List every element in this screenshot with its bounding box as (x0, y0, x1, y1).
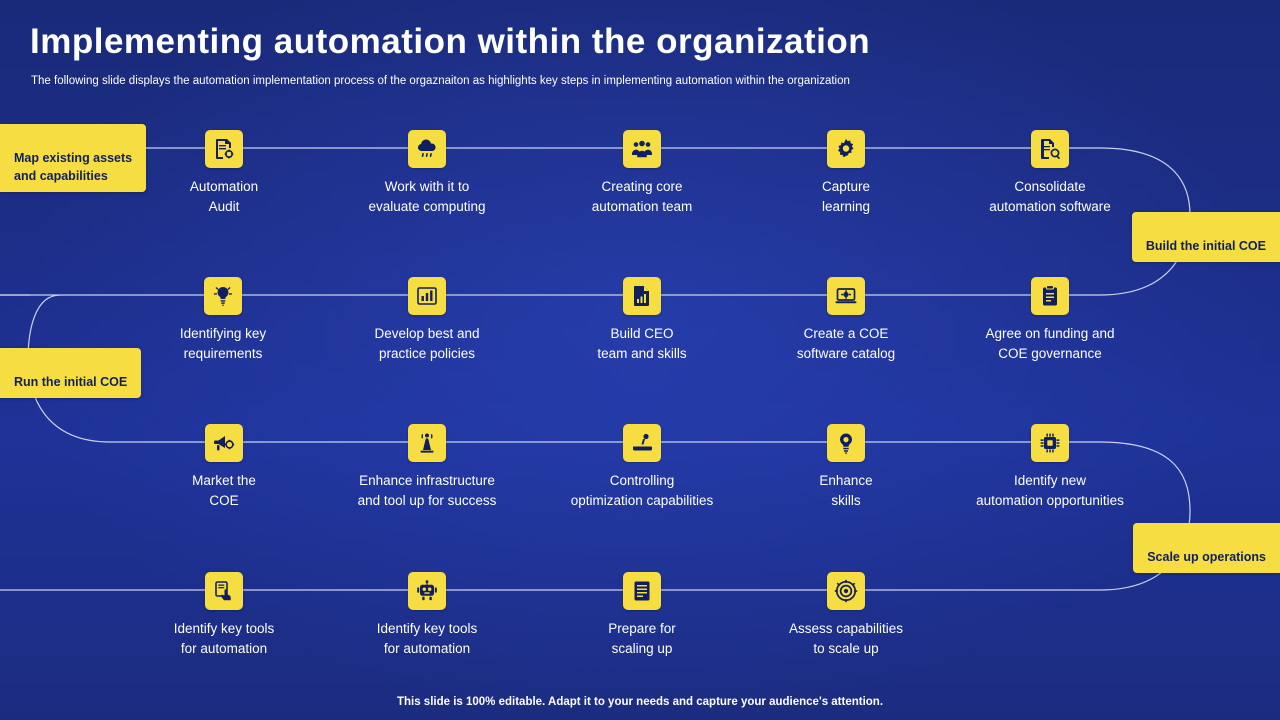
tag-label: Scale up operations (1147, 550, 1266, 565)
node-creating-core-automation-team[interactable]: Creating core automation team (542, 130, 742, 216)
team-group-icon (623, 130, 661, 168)
node-work-with-it-to-evaluate-computing[interactable]: Work with it to evaluate computing (327, 130, 527, 216)
node-label: Capture learning (821, 179, 871, 214)
node-label: Create a COE software catalog (796, 326, 896, 361)
node-controlling-optimization-capabilities[interactable]: Controlling optimization capabilities (542, 424, 742, 510)
node-label: Prepare for scaling up (608, 621, 676, 656)
node-identify-key-tools-for-automation-1[interactable]: Identify key tools for automation (124, 572, 324, 658)
bar-chart-icon (408, 277, 446, 315)
gear-settings-icon (827, 130, 865, 168)
tag-run-the-initial-coe[interactable]: Run the initial COE (0, 348, 142, 399)
node-label: Identify new automation opportunities (976, 473, 1124, 508)
tag-label: Map existing assets and capabilities (14, 151, 133, 184)
file-search-icon (1031, 130, 1069, 168)
node-assess-capabilities-to-scale-up[interactable]: Assess capabilities to scale up (746, 572, 946, 658)
node-label: Develop best and practice policies (374, 326, 480, 361)
slide-footer-note: This slide is 100% editable. Adapt it to… (396, 696, 884, 708)
node-capture-learning[interactable]: Capture learning (746, 130, 946, 216)
node-label: Build CEO team and skills (597, 326, 687, 361)
tag-label: Run the initial COE (14, 375, 128, 390)
megaphone-gear-icon (205, 424, 243, 462)
document-list-icon (623, 572, 661, 610)
lightbulb-idea-icon (204, 277, 242, 315)
node-identify-new-automation-opportunities[interactable]: Identify new automation opportunities (950, 424, 1150, 510)
node-label: Enhance infrastructure and tool up for s… (357, 473, 497, 508)
node-label: Automation Audit (189, 179, 259, 214)
node-develop-best-and-practice-policies[interactable]: Develop best and practice policies (327, 277, 527, 363)
node-label: Agree on funding and COE governance (985, 326, 1115, 361)
node-agree-on-funding-and-coe-governance[interactable]: Agree on funding and COE governance (950, 277, 1150, 363)
robot-icon (408, 572, 446, 610)
node-label: Market the COE (192, 473, 256, 508)
node-label: Identify key tools for automation (376, 621, 478, 656)
tag-map-existing-assets[interactable]: Map existing assets and capabilities (0, 124, 147, 193)
node-consolidate-automation-software[interactable]: Consolidate automation software (950, 130, 1150, 216)
node-label: Work with it to evaluate computing (368, 179, 486, 214)
node-enhance-infrastructure[interactable]: Enhance infrastructure and tool up for s… (327, 424, 527, 510)
laptop-gear-icon (827, 277, 865, 315)
page-subtitle: The following slide displays the automat… (31, 75, 850, 87)
clipboard-icon (1031, 277, 1069, 315)
node-automation-audit[interactable]: Automation Audit (124, 130, 324, 216)
node-market-the-coe[interactable]: Market the COE (124, 424, 324, 510)
tag-build-the-initial-coe[interactable]: Build the initial COE (1131, 212, 1280, 263)
cloud-rain-icon (408, 130, 446, 168)
tower-signal-icon (408, 424, 446, 462)
hand-tap-icon (205, 572, 243, 610)
document-gear-icon (205, 130, 243, 168)
node-create-a-coe-software-catalog[interactable]: Create a COE software catalog (746, 277, 946, 363)
node-label: Consolidate automation software (989, 179, 1111, 214)
node-label: Controlling optimization capabilities (570, 473, 714, 508)
node-build-ceo-team-and-skills[interactable]: Build CEO team and skills (542, 277, 742, 363)
tag-label: Build the initial COE (1145, 239, 1266, 254)
tag-scale-up-operations[interactable]: Scale up operations (1133, 523, 1280, 574)
document-chart-icon (623, 277, 661, 315)
node-prepare-for-scaling-up[interactable]: Prepare for scaling up (542, 572, 742, 658)
node-identifying-key-requirements[interactable]: Identifying key requirements (123, 277, 323, 363)
lightbulb-gear-icon (827, 424, 865, 462)
node-label: Assess capabilities to scale up (788, 621, 904, 656)
node-label: Creating core automation team (591, 179, 693, 214)
node-identify-key-tools-for-automation-2[interactable]: Identify key tools for automation (327, 572, 527, 658)
node-label: Enhance skills (819, 473, 873, 508)
joystick-icon (623, 424, 661, 462)
page-title: Implementing automation within the organ… (30, 22, 871, 61)
node-enhance-skills[interactable]: Enhance skills (746, 424, 946, 510)
microchip-icon (1031, 424, 1069, 462)
node-label: Identifying key requirements (179, 326, 267, 361)
node-label: Identify key tools for automation (173, 621, 275, 656)
target-gear-icon (827, 572, 865, 610)
